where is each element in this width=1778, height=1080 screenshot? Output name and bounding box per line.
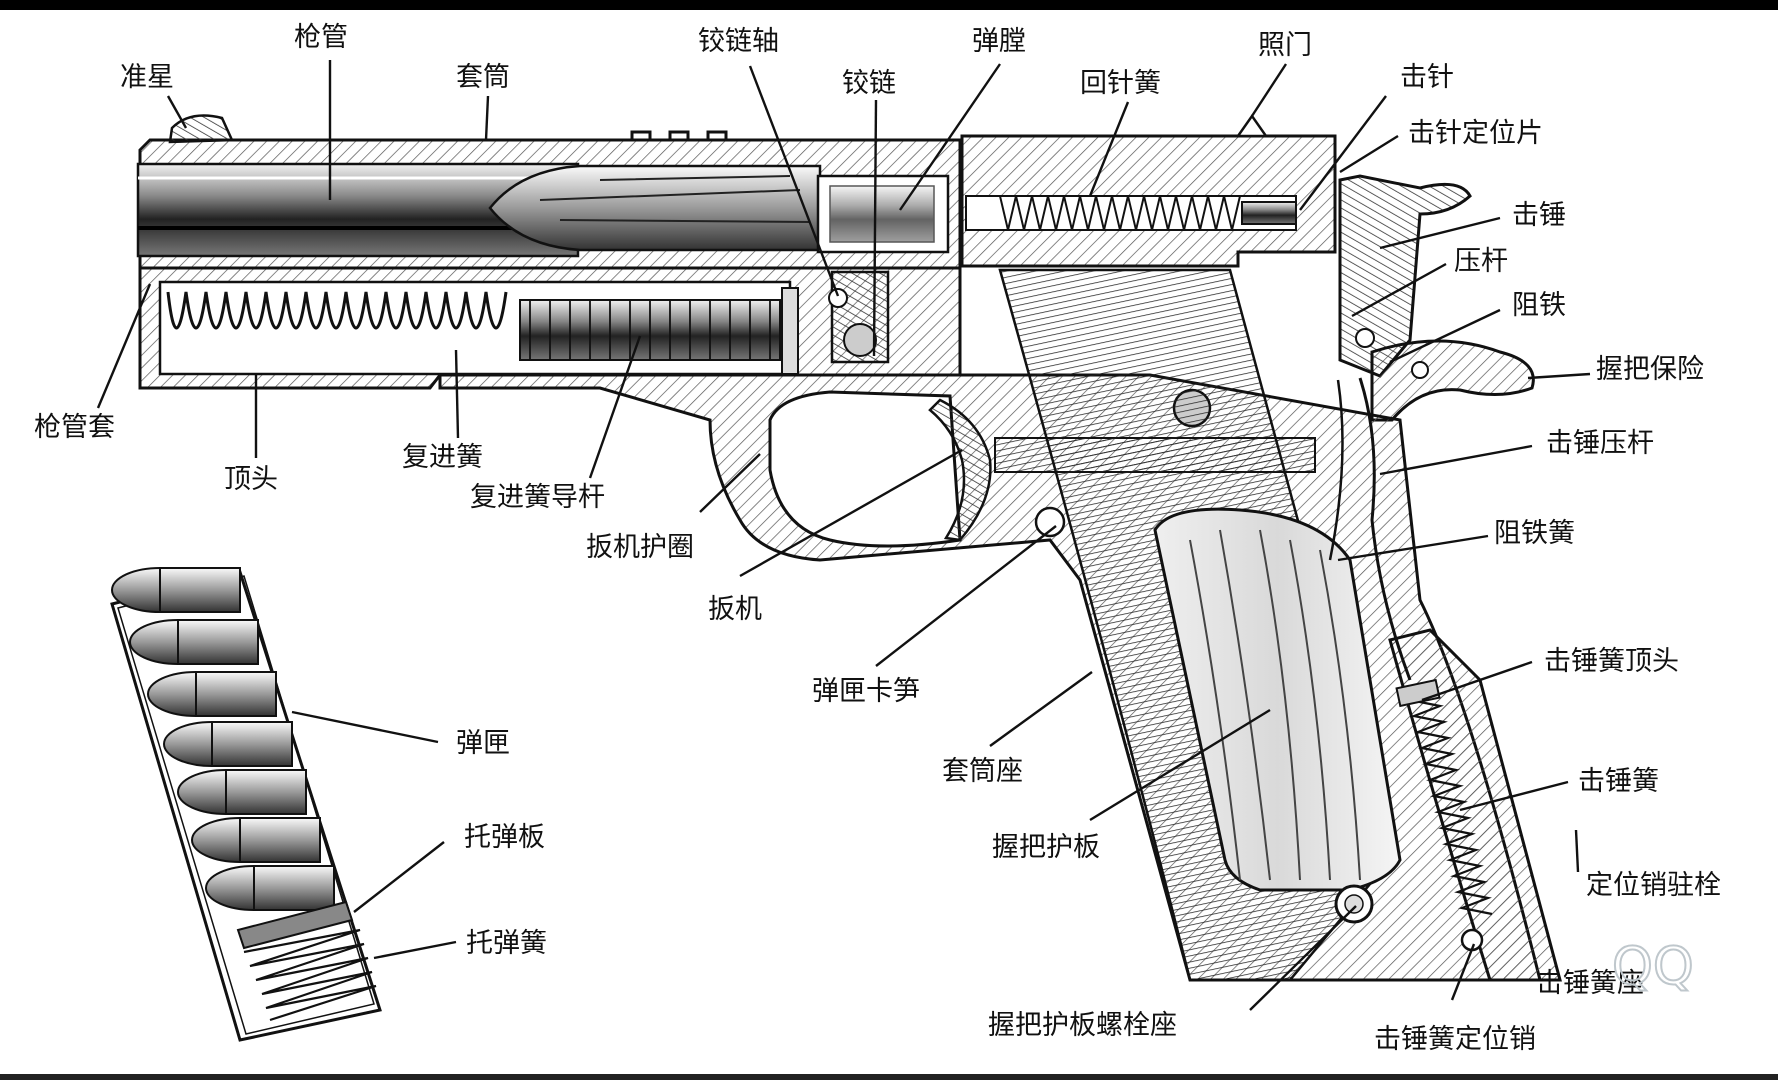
grip-safety xyxy=(1370,339,1535,422)
label-barrel: 枪管 xyxy=(294,22,348,53)
label-recoil-spring-guide: 复进簧导杆 xyxy=(470,482,605,513)
label-grip-panel: 握把护板 xyxy=(992,832,1100,863)
label-hammer: 击锤 xyxy=(1512,200,1566,231)
top-border xyxy=(0,0,1778,10)
mainspring-cap xyxy=(1395,678,1441,708)
label-link: 铰链 xyxy=(842,68,896,99)
label-magazine: 弹匣 xyxy=(456,728,510,759)
firing-pin-spring-coils xyxy=(999,195,1241,231)
leader-lines xyxy=(96,60,1591,1011)
label-magazine-catch: 弹匣卡笋 xyxy=(812,676,920,707)
watermark: QQ xyxy=(1612,937,1694,997)
label-plug: 顶头 xyxy=(224,464,278,495)
label-sear-spring: 阻铁簧 xyxy=(1494,518,1575,549)
bottom-border xyxy=(0,1074,1778,1080)
label-trigger: 扳机 xyxy=(708,594,762,625)
label-slide: 套筒 xyxy=(456,62,510,93)
label-magazine-spring: 托弹簧 xyxy=(466,928,547,959)
label-link-pin: 铰链轴 xyxy=(698,26,779,57)
firing-pin xyxy=(1241,201,1297,225)
label-firing-pin: 击针 xyxy=(1400,62,1454,93)
trigger-guard-opening xyxy=(768,390,962,548)
hammer xyxy=(1338,174,1472,378)
mainspring-coils xyxy=(1409,698,1493,916)
rear-sight xyxy=(1235,113,1269,138)
label-grip-safety: 握把保险 xyxy=(1596,354,1704,385)
label-mainspring-housing-pin: 击锤簧定位销 xyxy=(1374,1024,1536,1055)
magazine-catch xyxy=(1034,506,1066,538)
label-firing-pin-spring: 回针簧 xyxy=(1080,68,1161,99)
label-sear: 阻铁 xyxy=(1512,290,1566,321)
recoil-spring-coils xyxy=(166,291,508,330)
magazine-spring-coils xyxy=(243,928,377,1022)
label-mainspring-cap: 击锤簧顶头 xyxy=(1544,646,1679,677)
label-hammer-strut: 击锤压杆 xyxy=(1546,428,1654,459)
label-grip-screw-bushing: 握把护板螺栓座 xyxy=(988,1010,1177,1041)
pistol-drawing xyxy=(136,113,1562,982)
slide-lugs xyxy=(630,130,728,140)
trigger xyxy=(928,398,992,542)
label-chamber: 弹膛 xyxy=(972,26,1026,57)
label-frame: 套筒座 xyxy=(942,756,1023,787)
label-mainspring-housing: 击锤簧座 xyxy=(1536,968,1644,999)
follower xyxy=(236,900,354,950)
labels: 准星 枪管 套筒 铰链轴 弹膛 铰链 回针簧 照门 击针 击针定位片 击锤 压杆… xyxy=(34,22,1721,1055)
label-follower: 托弹板 xyxy=(464,822,545,853)
label-firing-pin-stop: 击针定位片 xyxy=(1408,118,1543,149)
label-front-sight: 准星 xyxy=(120,62,174,93)
label-barrel-bushing: 枪管套 xyxy=(34,412,115,443)
label-rear-sight: 照门 xyxy=(1258,30,1312,61)
label-recoil-spring: 复进簧 xyxy=(402,442,483,473)
label-disconnector: 压杆 xyxy=(1454,246,1508,277)
front-sight xyxy=(168,114,234,144)
magazine-drawing xyxy=(110,567,382,1042)
magazine-rounds xyxy=(111,567,335,911)
label-trigger-guard: 扳机护圈 xyxy=(586,532,694,563)
link-pin xyxy=(828,288,848,308)
label-mainspring: 击锤簧 xyxy=(1578,766,1659,797)
label-housing-pin-retainer: 定位销驻栓 xyxy=(1586,870,1721,901)
grip-panel xyxy=(1153,507,1402,892)
